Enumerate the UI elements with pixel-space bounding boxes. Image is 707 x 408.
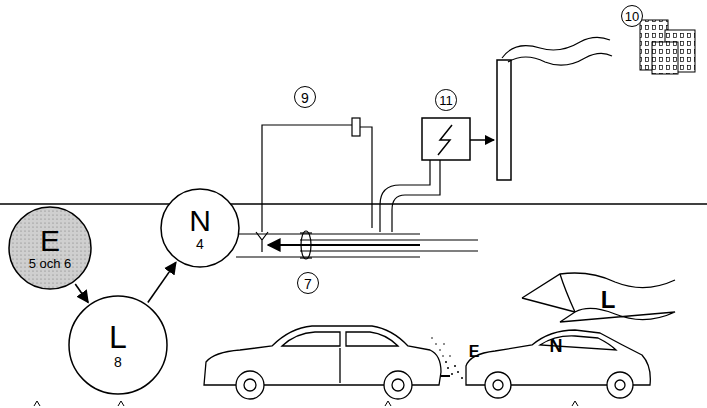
node-number: 5 och 6 bbox=[29, 257, 72, 271]
callout-number: 11 bbox=[435, 89, 457, 111]
circle-outline bbox=[69, 296, 167, 394]
node-text-group: L8 bbox=[109, 321, 127, 369]
callout-number: 7 bbox=[297, 272, 319, 294]
tunnel bbox=[236, 231, 478, 259]
node-text-group: N4 bbox=[189, 205, 211, 251]
ground-ticks bbox=[34, 401, 578, 406]
circle-outline bbox=[9, 207, 91, 289]
node-text-group: E5 och 6 bbox=[29, 225, 72, 270]
node-number: 8 bbox=[109, 354, 127, 369]
node-letter: N bbox=[189, 205, 211, 237]
sensor-wire bbox=[256, 118, 372, 252]
arrow-connector bbox=[148, 262, 176, 302]
flow-letter: L bbox=[601, 288, 616, 312]
exhaust-duct bbox=[380, 160, 440, 232]
ground-line bbox=[0, 203, 707, 205]
callout-number: 9 bbox=[294, 86, 316, 108]
circle-node: L8 bbox=[68, 295, 168, 395]
circle-outline bbox=[161, 189, 239, 267]
node-number: 4 bbox=[189, 236, 211, 251]
arrow-connector bbox=[75, 284, 88, 302]
buildings bbox=[640, 20, 695, 74]
node-letter: L bbox=[109, 321, 127, 355]
treatment-box bbox=[422, 118, 494, 160]
flow-letter: N bbox=[550, 337, 563, 355]
left-car bbox=[204, 326, 450, 399]
air-arrow bbox=[522, 273, 675, 322]
air-arrow-head bbox=[522, 298, 575, 312]
exhaust-dots bbox=[431, 337, 463, 379]
right-car bbox=[466, 330, 650, 398]
chimney bbox=[497, 37, 612, 180]
circle-node: N4 bbox=[160, 188, 240, 268]
node-letter: E bbox=[29, 225, 72, 257]
flow-letter: E bbox=[469, 344, 480, 360]
circle-node: E5 och 6 bbox=[8, 206, 92, 290]
